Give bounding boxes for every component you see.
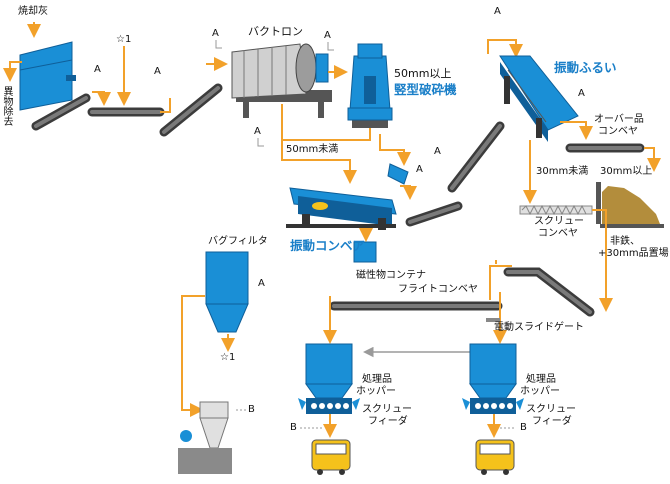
a-tick-2 <box>257 138 264 147</box>
label-feeder1-1: スクリュー <box>362 404 412 415</box>
label-screw-conv-2: コンベヤ <box>538 228 578 239</box>
label-feeder2-2: フィーダ <box>532 416 572 427</box>
flow-arrow-2 <box>160 98 171 113</box>
label-vib-conveyor: 振動コンベア <box>290 238 366 253</box>
label-bag-filter: バグフィルタ <box>208 236 268 247</box>
bagfilter-loop <box>181 295 205 417</box>
belt-conveyor-3 <box>159 83 223 137</box>
label-incinerator-ash: 焼却灰 <box>18 6 48 17</box>
screen-in-arrow <box>487 39 523 58</box>
transfer-arrow <box>400 185 417 200</box>
product-hopper-2 <box>462 343 524 414</box>
label-over-conv-2: コンベヤ <box>598 126 638 137</box>
foreign-out-arrow <box>3 61 22 82</box>
marker-a-8: A <box>434 146 441 157</box>
label-bactron: バクトロン <box>248 25 303 38</box>
a-tick-1 <box>215 40 222 49</box>
marker-a-9: A <box>416 164 423 175</box>
vibrating-screen <box>499 55 579 142</box>
dump-truck-1 <box>311 439 351 475</box>
under50-line <box>281 104 371 141</box>
label-feeder1-2: フィーダ <box>368 416 408 427</box>
label-over30: 30mm以上 <box>600 166 653 177</box>
marker-a-2: A <box>154 66 161 77</box>
grizzly-screen <box>19 41 76 111</box>
flight-conveyor-incline <box>503 267 595 317</box>
label-under50: 50mm未満 <box>286 144 339 155</box>
screw-conveyor <box>519 204 593 216</box>
marker-a-1: A <box>94 64 101 75</box>
vibrating-conveyor <box>286 187 397 230</box>
transfer-feeder <box>387 163 409 185</box>
label-hopper1-2: ホッパー <box>356 386 396 397</box>
marker-a-7: A <box>578 88 585 99</box>
marker-a-10: A <box>258 278 265 289</box>
bag-filter <box>205 251 249 333</box>
label-flight-conveyor: フライトコンベヤ <box>398 284 478 295</box>
label-over-conv-1: オーバー品 <box>594 114 644 125</box>
oversize-pile <box>596 182 664 228</box>
marker-star-1: ☆1 <box>116 34 132 45</box>
label-iron-1: 非鉄、 <box>610 236 640 247</box>
bactron-drum <box>231 43 332 118</box>
label-vib-screen: 振動ふるい <box>554 60 617 75</box>
label-over50: 50mm以上 <box>394 67 452 80</box>
label-hopper2-2: ホッパー <box>520 386 560 397</box>
marker-star-2: ☆1 <box>220 352 236 363</box>
label-magnetic-container: 磁性物コンテナ <box>356 270 426 281</box>
vertical-crusher <box>347 43 393 128</box>
flight-return <box>489 265 512 300</box>
a-tick-3 <box>327 42 334 51</box>
label-under30: 30mm未満 <box>536 166 589 177</box>
slide-gate <box>486 318 500 322</box>
flow-arrow-1 <box>92 91 111 106</box>
label-iron-2: +30mm品置場 <box>598 248 669 259</box>
belt-conveyor-1 <box>31 93 91 131</box>
dump-truck-2 <box>475 439 515 475</box>
under50-arrow <box>281 140 357 184</box>
label-feeder2-1: スクリュー <box>526 404 576 415</box>
screw-out-arrow <box>592 209 613 312</box>
label-foreign-removal: 異物除去 <box>1 86 12 126</box>
belt-conveyor-4 <box>405 201 463 227</box>
label-crusher: 竪型破砕機 <box>394 82 457 97</box>
label-hopper1-1: 処理品 <box>362 374 392 385</box>
marker-b-1: B <box>290 422 297 433</box>
cyclone <box>178 401 232 474</box>
marker-b-2: B <box>520 422 527 433</box>
marker-a-3: A <box>212 28 219 39</box>
pile-arrow <box>644 147 661 172</box>
belt-conveyor-5 <box>447 121 505 193</box>
over30-arrow <box>560 121 593 140</box>
marker-a-4: A <box>324 30 331 41</box>
label-hopper2-1: 処理品 <box>526 374 556 385</box>
product-hopper-1 <box>298 343 360 414</box>
crusher-out-arrow <box>379 134 411 166</box>
label-screw-conv-1: スクリュー <box>534 216 584 227</box>
marker-b-3: B <box>248 404 255 415</box>
label-electric-gate: 電動スライドゲート <box>494 322 584 333</box>
marker-a-5: A <box>254 126 261 137</box>
marker-a-6: A <box>494 6 501 17</box>
magnetic-container <box>353 241 377 263</box>
